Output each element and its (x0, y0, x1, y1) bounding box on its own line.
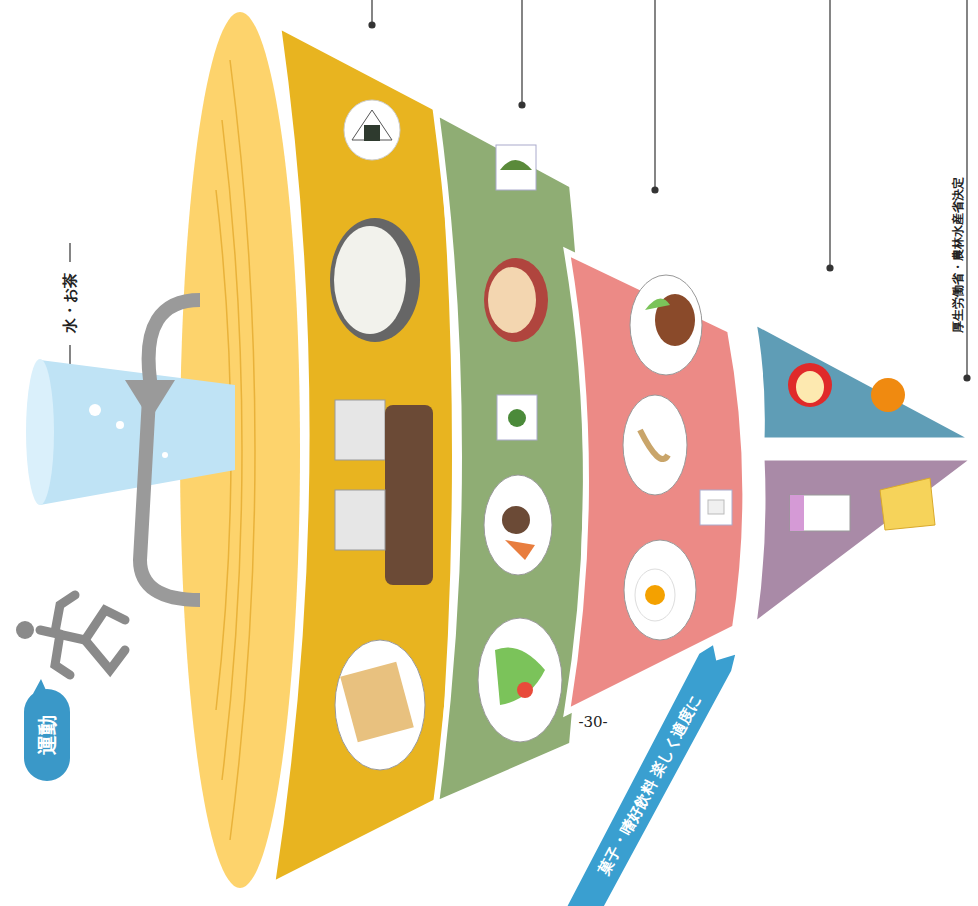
node-text: 菓子・嗜好飲料 楽しく適度に (595, 692, 706, 878)
milk-band (754, 458, 975, 625)
vegetable-band (436, 112, 586, 804)
grain-band (272, 25, 455, 885)
node-text: 運動 (34, 715, 61, 755)
protein-band (567, 252, 745, 712)
arrow-head (125, 380, 175, 420)
label-box: -30- (563, 711, 623, 733)
label-text: 厚生労働省・農林水産省決定 (950, 177, 967, 333)
bubbles (89, 404, 168, 458)
speech-bubble: 運動 (24, 689, 70, 781)
water-glass-end (26, 359, 54, 505)
label-box: 水・お茶 (59, 258, 81, 348)
fruit-band (754, 322, 975, 440)
label-text: -30- (578, 713, 607, 731)
label-text: 水・お茶 (61, 273, 80, 333)
rotation-arrow (140, 300, 200, 600)
runner-figure (16, 595, 125, 675)
label-box: 厚生労働省・農林水産省決定 (949, 135, 967, 375)
food-items (330, 100, 935, 770)
